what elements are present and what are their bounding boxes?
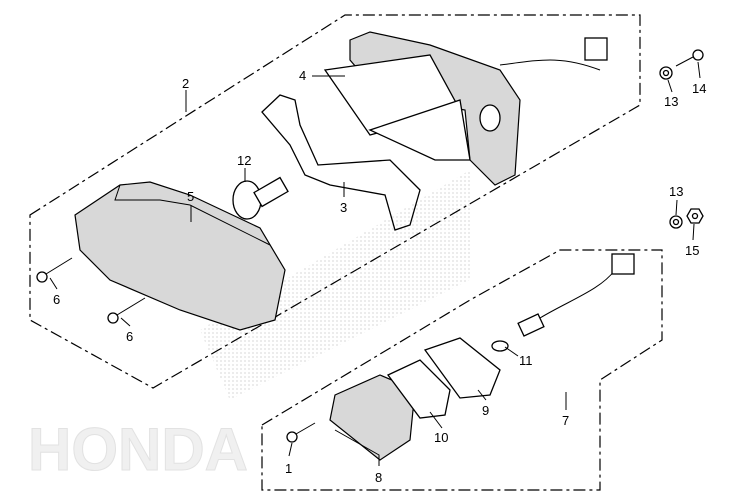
tail-lens <box>74 181 286 331</box>
screw-1 <box>286 422 316 443</box>
callout-5: 5 <box>187 189 194 204</box>
nut-13a <box>659 66 673 80</box>
callout-14: 14 <box>692 81 706 96</box>
callout-6b: 6 <box>126 329 133 344</box>
tail-light-housing <box>323 31 608 186</box>
license-light-base <box>423 337 501 399</box>
callout-7: 7 <box>562 413 569 428</box>
callout-11: 11 <box>519 353 533 368</box>
gasket <box>261 94 421 231</box>
tail-light-assembly-outline <box>29 14 641 389</box>
license-socket-harness <box>517 253 635 337</box>
screw-6a <box>36 257 73 283</box>
callout-12: 12 <box>237 153 251 168</box>
callout-10: 10 <box>434 430 448 445</box>
callout-2: 2 <box>182 76 189 91</box>
callout-13a: 13 <box>664 94 678 109</box>
nut-15 <box>686 208 704 224</box>
screw-14 <box>675 49 704 67</box>
license-light-lens <box>329 374 416 461</box>
callout-6a: 6 <box>53 292 60 307</box>
nut-13b <box>669 215 683 229</box>
callout-13b: 13 <box>669 184 683 199</box>
callout-8: 8 <box>375 470 382 485</box>
callout-3: 3 <box>340 200 347 215</box>
license-light-assembly-outline <box>261 249 663 491</box>
watermark-text: HONDA <box>28 416 248 483</box>
bulb <box>232 176 289 220</box>
callout-4: 4 <box>299 68 306 83</box>
callout-1: 1 <box>285 461 292 476</box>
license-gasket <box>387 359 451 419</box>
license-bulb <box>491 340 509 352</box>
callout-9: 9 <box>482 403 489 418</box>
callout-15: 15 <box>685 243 699 258</box>
leader-lines <box>49 61 701 466</box>
screw-6b <box>107 297 146 324</box>
